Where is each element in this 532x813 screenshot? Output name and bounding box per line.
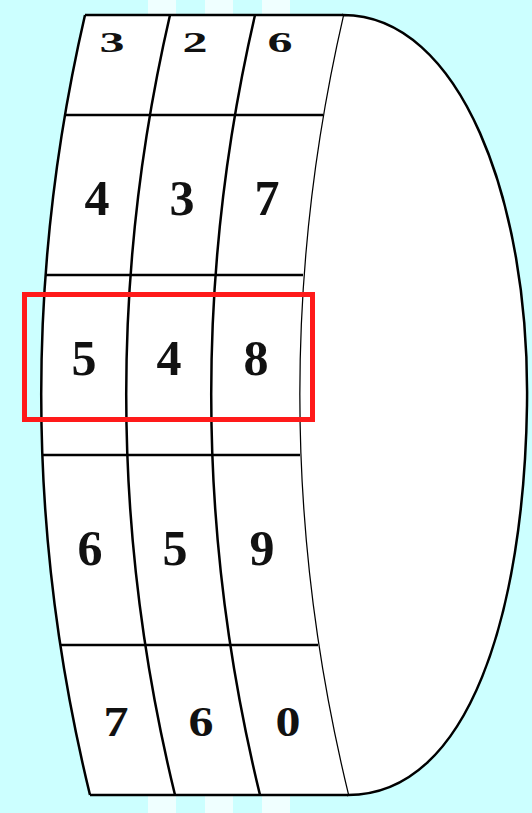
wheel-edges bbox=[41, 15, 348, 795]
wheel-digit: 9 bbox=[250, 523, 275, 573]
wheel-digit: 2 bbox=[183, 27, 208, 57]
wheel-digit: 6 bbox=[268, 27, 293, 57]
wheel-digit: 4 bbox=[85, 173, 110, 223]
selected-digit: 8 bbox=[244, 333, 269, 383]
wheel-digit: 6 bbox=[78, 523, 103, 573]
band-fill bbox=[41, 15, 348, 795]
wheel-digit: 3 bbox=[170, 173, 195, 223]
wheel-digit: 6 bbox=[189, 701, 214, 744]
selected-digit: 5 bbox=[72, 333, 97, 383]
wheel-digit: 3 bbox=[100, 27, 125, 57]
selected-digit: 4 bbox=[157, 333, 182, 383]
wheel-digit: 5 bbox=[163, 523, 188, 573]
wheel-digit: 0 bbox=[276, 701, 301, 744]
wheel-digit: 7 bbox=[255, 173, 280, 223]
cylinder-end bbox=[299, 15, 527, 795]
highlight-box: 5 4 8 bbox=[22, 292, 315, 422]
wheel-digit: 7 bbox=[104, 701, 129, 744]
